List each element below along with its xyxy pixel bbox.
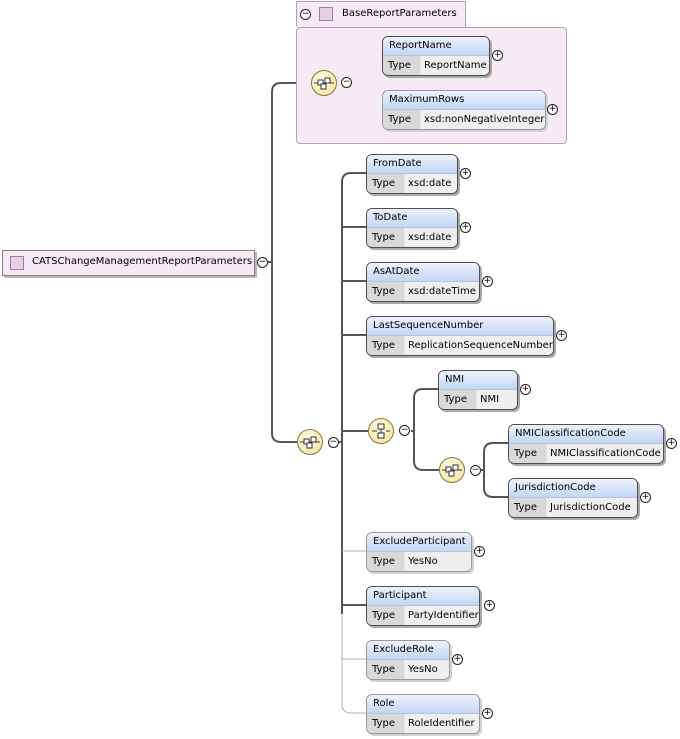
element-name: NMIClassificationCode <box>509 425 663 444</box>
type-value: YesNo <box>405 660 449 679</box>
type-value: ReportName <box>421 56 489 75</box>
type-value: RoleIdentifier <box>405 714 479 733</box>
sequence-compositor-icon[interactable] <box>439 457 465 483</box>
type-key: Type <box>439 390 476 409</box>
type-key: Type <box>367 174 404 193</box>
type-value: NMI <box>477 390 517 409</box>
root-element[interactable]: CATSChangeManagementReportParameters <box>2 250 255 276</box>
type-key: Type <box>367 552 404 571</box>
root-collapse-toggle[interactable]: − <box>257 257 268 268</box>
sub-sequence-collapse-toggle[interactable]: − <box>470 465 481 476</box>
base-group-tab[interactable]: − BaseReportParameters <box>296 1 466 27</box>
expand-toggle[interactable]: + <box>452 654 463 665</box>
type-value: YesNo <box>405 552 471 571</box>
expand-toggle[interactable]: + <box>640 492 651 503</box>
connector-optional-main <box>341 550 366 714</box>
element-name: AsAtDate <box>367 263 479 282</box>
type-key: Type <box>509 498 546 517</box>
choice-collapse-toggle[interactable]: − <box>399 425 410 436</box>
element-name: ExcludeParticipant <box>367 533 471 552</box>
base-group-label: BaseReportParameters <box>342 8 457 19</box>
expand-toggle[interactable]: + <box>482 276 493 287</box>
type-value: xsd:dateTime <box>405 282 479 301</box>
element-name: LastSequenceNumber <box>367 317 553 336</box>
type-key: Type <box>367 714 404 733</box>
element-name: Role <box>367 695 479 714</box>
expand-toggle[interactable]: + <box>474 546 485 557</box>
type-key: Type <box>383 56 420 75</box>
type-value: xsd:nonNegativeInteger <box>421 110 545 129</box>
element-name: ToDate <box>367 209 457 228</box>
sequence-compositor-icon[interactable] <box>297 429 323 455</box>
expand-toggle[interactable]: + <box>492 50 503 61</box>
expand-toggle[interactable]: + <box>520 384 531 395</box>
expand-toggle[interactable]: + <box>460 168 471 179</box>
expand-toggle[interactable]: + <box>666 438 677 449</box>
type-key: Type <box>509 444 546 463</box>
expand-toggle[interactable]: + <box>460 222 471 233</box>
type-key: Type <box>383 110 420 129</box>
type-value: xsd:date <box>405 228 457 247</box>
expand-toggle[interactable]: + <box>484 600 495 611</box>
type-key: Type <box>367 282 404 301</box>
element-name: MaximumRows <box>383 91 545 110</box>
root-label: CATSChangeManagementReportParameters <box>32 256 253 267</box>
base-sequence-collapse-toggle[interactable]: − <box>341 77 352 88</box>
type-key: Type <box>367 336 404 355</box>
choice-compositor-icon[interactable] <box>368 418 394 444</box>
connector-choice <box>411 388 439 471</box>
element-name: ExcludeRole <box>367 641 449 660</box>
connector-sub-sequence <box>481 442 508 498</box>
expand-toggle[interactable]: + <box>547 104 558 115</box>
connector-root <box>268 82 311 443</box>
complex-type-icon <box>10 256 24 270</box>
element-name: JurisdictionCode <box>509 479 637 498</box>
complex-type-icon <box>319 7 333 21</box>
type-value: xsd:date <box>405 174 457 193</box>
element-name: FromDate <box>367 155 457 174</box>
type-value: JurisdictionCode <box>547 498 637 517</box>
element-name: NMI <box>439 371 517 390</box>
type-value: NMIClassificationCode <box>547 444 663 463</box>
type-value: PartyIdentifier <box>405 606 479 625</box>
sequence-compositor-icon[interactable] <box>311 70 337 96</box>
type-key: Type <box>367 228 404 247</box>
expand-toggle[interactable]: + <box>556 330 567 341</box>
element-name: ReportName <box>383 37 489 56</box>
type-key: Type <box>367 660 404 679</box>
type-key: Type <box>367 606 404 625</box>
element-name: Participant <box>367 587 479 606</box>
connector-main-sequence <box>339 172 368 614</box>
type-value: ReplicationSequenceNumber <box>405 336 553 355</box>
collapse-group-toggle[interactable]: − <box>300 9 311 20</box>
expand-toggle[interactable]: + <box>482 708 493 719</box>
main-sequence-collapse-toggle[interactable]: − <box>328 437 339 448</box>
